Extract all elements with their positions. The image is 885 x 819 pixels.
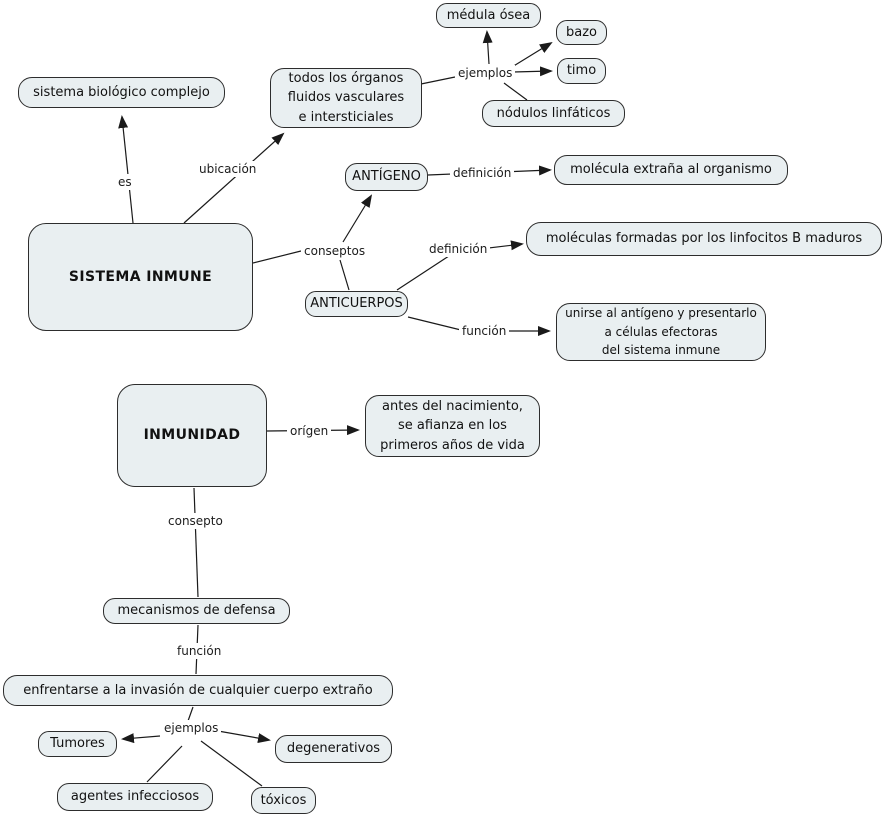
node-enfrentarse[interactable]: enfrentarse a la invasión de cualquier c… [3, 675, 393, 706]
node-tumores[interactable]: Tumores [38, 731, 117, 757]
edge-inmunidad-mecanismos [193, 487, 199, 598]
edge-ejemplos-timo [512, 66, 553, 77]
edge-ejemplos-medula [482, 30, 493, 65]
node-medula-osea[interactable]: médula ósea [436, 3, 541, 28]
edge-label-funcion-defensa[interactable]: función [174, 643, 225, 660]
edge-label-ejemplos-defensa[interactable]: ejemplos [161, 720, 222, 737]
edge-conseptos-anticuerpos [339, 259, 350, 291]
edge-conseptos-antigeno [342, 194, 373, 243]
edge-ejemplos-degenerativos [217, 730, 271, 744]
edge-ejemplos-nodulos [503, 82, 528, 101]
node-mecanismos[interactable]: mecanismos de defensa [103, 598, 290, 624]
edge-sistemainmune-conseptos [252, 250, 302, 264]
node-sistema-inmune[interactable]: SISTEMA INMUNE [28, 223, 253, 331]
edge-sistemainmune-sistemabiologico [118, 115, 134, 224]
edge-ejemplos-tumores [121, 733, 161, 744]
node-moleculas-formadas[interactable]: moléculas formadas por los linfocitos B … [526, 222, 882, 256]
node-antes-nacimiento[interactable]: antes del nacimiento, se afianza en los … [365, 395, 540, 457]
edge-label-ubicacion[interactable]: ubicación [196, 161, 260, 178]
edge-label-origen[interactable]: orígen [287, 423, 332, 440]
edge-label-consepto[interactable]: consepto [165, 513, 226, 530]
edge-sistemainmune-organos [183, 132, 285, 224]
node-nodulos-linfaticos[interactable]: nódulos linfáticos [482, 100, 625, 127]
edge-label-ejemplos-organos[interactable]: ejemplos [455, 65, 516, 82]
edge-ejemplos-agentes [146, 745, 183, 783]
node-antigeno[interactable]: ANTÍGENO [345, 163, 428, 191]
edge-label-definicion-anticuerpos[interactable]: definición [426, 241, 491, 258]
edge-label-funcion-anticuerpos[interactable]: función [459, 323, 510, 340]
node-bazo[interactable]: bazo [556, 20, 607, 45]
node-unirse[interactable]: unirse al antígeno y presentarlo a célul… [556, 303, 766, 361]
edge-label-definicion-antigeno[interactable]: definición [450, 165, 515, 182]
node-toxicos[interactable]: tóxicos [251, 787, 316, 814]
node-inmunidad[interactable]: INMUNIDAD [117, 384, 267, 487]
node-organos[interactable]: todos los órganos fluidos vasculares e i… [270, 68, 422, 128]
node-timo[interactable]: timo [557, 58, 606, 84]
edge-label-es[interactable]: es [115, 174, 135, 191]
node-agentes-infecciosos[interactable]: agentes infecciosos [57, 783, 213, 811]
edge-enfrentarse-ejemplos [187, 706, 194, 722]
node-sistema-biologico[interactable]: sistema biológico complejo [18, 77, 225, 108]
node-degenerativos[interactable]: degenerativos [275, 735, 392, 763]
edge-organos-ejemplos [420, 76, 456, 85]
edge-ejemplos-toxicos [200, 740, 263, 787]
edge-label-conseptos[interactable]: conseptos [301, 243, 369, 260]
node-anticuerpos[interactable]: ANTICUERPOS [305, 291, 408, 317]
edge-ejemplos-bazo [511, 41, 553, 68]
node-molecula-extrana[interactable]: molécula extraña al organismo [554, 155, 788, 185]
